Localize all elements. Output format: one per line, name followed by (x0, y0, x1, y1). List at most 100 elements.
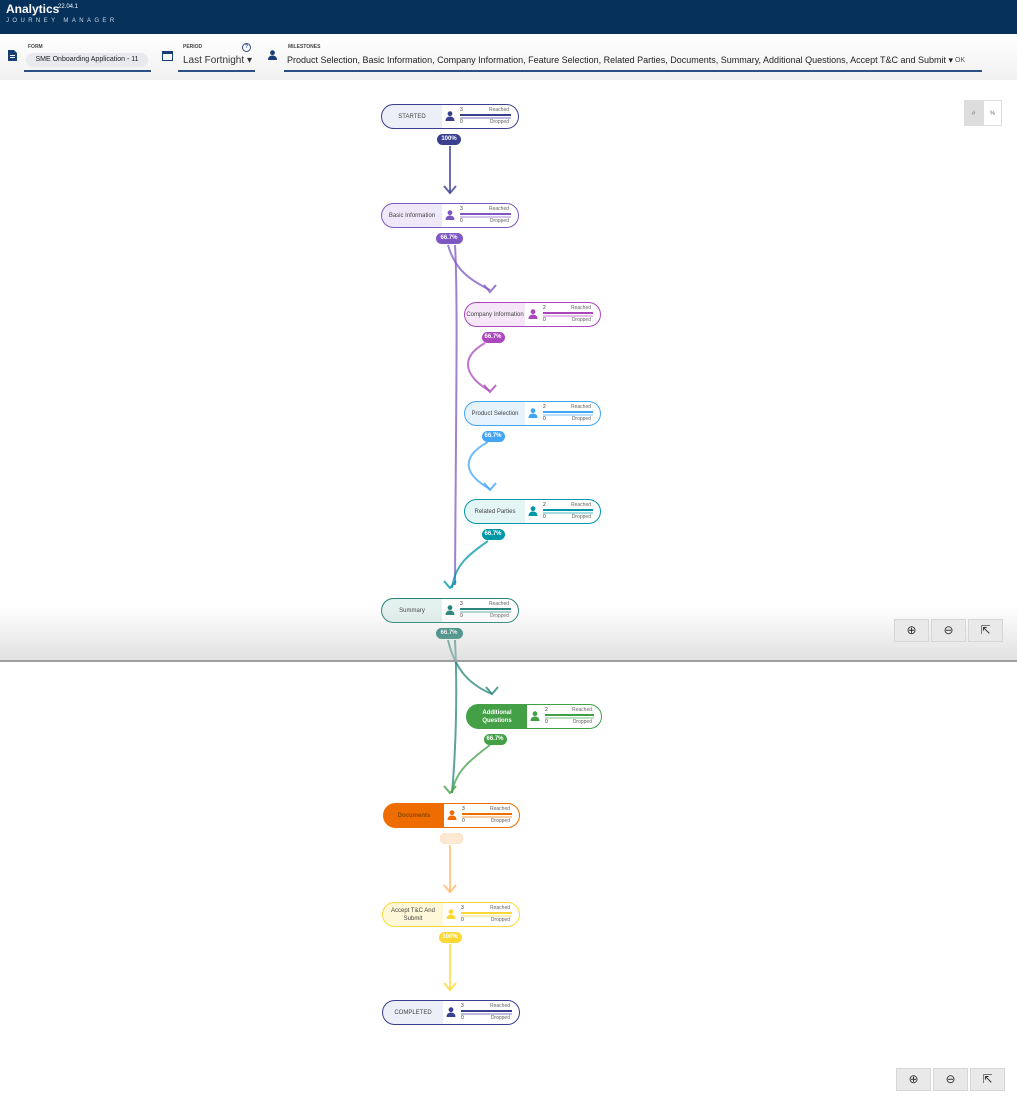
zoom-in-button[interactable]: ⊕ (896, 1068, 931, 1091)
dropped-bar (461, 915, 512, 917)
form-select[interactable]: SME Onboarding Application - 11 (26, 53, 148, 67)
percent-view-button[interactable]: % (983, 100, 1002, 126)
dropped-bar (462, 816, 512, 818)
reached-label: Reached (489, 806, 510, 812)
dropped-count: 0 (460, 119, 463, 125)
conversion-pill: 100% (437, 134, 461, 145)
reached-count: 3 (460, 206, 463, 212)
zoom-out-button[interactable]: ⊖ (931, 619, 966, 642)
calendar-icon (162, 50, 173, 64)
flow-connector (451, 540, 489, 589)
count-view-button[interactable]: # (964, 100, 983, 126)
milestone-label: Accept T&C And Submit (391, 907, 435, 922)
arrowhead (443, 785, 457, 795)
flow-connector (454, 244, 458, 586)
arrowhead (443, 982, 457, 992)
person-icon (527, 708, 543, 725)
dropped-label: Dropped (571, 416, 591, 422)
reached-count: 3 (461, 905, 464, 911)
reached-bar (460, 114, 511, 116)
person-icon (442, 108, 458, 125)
dropped-count: 0 (460, 218, 463, 224)
dropped-bar (461, 1013, 512, 1015)
zoom-in-button[interactable]: ⊕ (894, 619, 929, 642)
milestones-underline (284, 70, 982, 72)
app-version: 22.04.1 (58, 4, 79, 10)
arrowhead (485, 686, 499, 696)
reached-bar (461, 1010, 512, 1012)
flow-connector (451, 639, 458, 794)
person-icon (525, 306, 541, 323)
dropped-label: Dropped (571, 317, 591, 323)
dropped-label: Dropped (490, 917, 510, 923)
period-underline (178, 70, 255, 72)
dropped-label: Dropped (571, 514, 591, 520)
reached-bar (543, 411, 593, 413)
reached-count: 2 (545, 707, 548, 713)
document-icon (8, 50, 17, 64)
person-icon (525, 503, 541, 520)
app-title: Analytics (6, 2, 60, 16)
reached-bar (545, 714, 594, 716)
milestone-label: Company Information (466, 311, 524, 318)
period-select[interactable]: Last Fortnight ▾ (183, 55, 252, 66)
ok-button[interactable]: OK (955, 57, 966, 64)
view-toggle: # % (964, 100, 1003, 126)
milestone-label: Basic Information (388, 212, 436, 219)
reached-bar (543, 312, 593, 314)
reset-view-button[interactable]: ⇱ (970, 1068, 1005, 1091)
flow-connector (451, 744, 491, 794)
milestone-label: Related Parties (474, 508, 516, 515)
reset-view-button[interactable]: ⇱ (968, 619, 1003, 642)
reached-count: 2 (543, 404, 546, 410)
milestone-label: Additional Questions (482, 709, 512, 724)
flow-connector (467, 441, 491, 490)
reached-label: Reached (570, 502, 591, 508)
reached-count: 3 (462, 806, 465, 812)
person-icon (444, 807, 460, 824)
reached-bar (460, 213, 511, 215)
person-icon (443, 1004, 459, 1021)
conversion-pill: 66.7% (483, 734, 507, 745)
reached-label: Reached (489, 1003, 510, 1009)
dropped-bar (460, 117, 511, 119)
dropped-count: 0 (543, 514, 546, 520)
dropped-count: 0 (543, 416, 546, 422)
dropped-label: Dropped (490, 1015, 510, 1021)
milestones-label: MILESTONES (288, 44, 321, 50)
dropped-label: Dropped (489, 218, 509, 224)
viewport-separator (0, 660, 1017, 662)
dropped-count: 0 (545, 719, 548, 725)
zoom-controls-bottom: ⊕ ⊖ ⇱ (896, 1068, 1005, 1091)
flow-connector (467, 342, 491, 392)
filter-bar (0, 34, 1017, 80)
arrowhead (483, 384, 497, 394)
reached-label: Reached (488, 601, 509, 607)
reached-label: Reached (570, 404, 591, 410)
dropped-label: Dropped (572, 719, 592, 725)
viewport-shade (0, 606, 1017, 661)
arrowhead (483, 482, 497, 492)
help-icon[interactable]: ? (242, 43, 251, 52)
conversion-pill: 66.7% (481, 332, 505, 343)
dropped-count: 0 (461, 917, 464, 923)
conversion-pill: 66.7% (435, 233, 463, 244)
dropped-bar (543, 414, 593, 416)
reached-bar (543, 509, 593, 511)
dropped-bar (460, 216, 511, 218)
form-label: FORM (28, 44, 43, 50)
reached-bar (462, 813, 512, 815)
milestones-select[interactable]: Product Selection, Basic Information, Co… (287, 55, 953, 66)
zoom-out-button[interactable]: ⊖ (933, 1068, 968, 1091)
dropped-bar (543, 315, 593, 317)
